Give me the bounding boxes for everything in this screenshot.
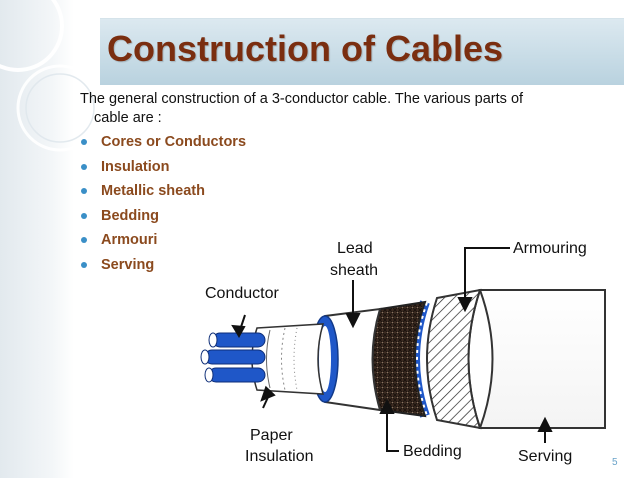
leader-lines (231, 247, 553, 452)
left-decor-band (0, 0, 74, 478)
label-bedding: Bedding (403, 443, 462, 460)
bullet-item: Cores or Conductors (80, 133, 246, 158)
bullet-item: Bedding (80, 207, 246, 232)
bullet-item: Serving (80, 256, 246, 281)
bullet-item: Armouri (80, 231, 246, 256)
bullet-dot-icon (81, 261, 87, 268)
bullet-dot-icon (81, 237, 87, 243)
conductor-cores (200, 332, 266, 383)
intro-paragraph: The general construction of a 3-conducto… (80, 90, 614, 128)
bullet-dot-icon (81, 163, 87, 170)
intro-line-1: The general construction of a 3-conducto… (80, 91, 524, 107)
label-paper: Paper (250, 427, 293, 444)
label-insulation: Insulation (245, 448, 314, 465)
cable-cross-section-diagram: Lead sheath Armouring Conductor Paper In… (200, 240, 606, 465)
label-serving: Serving (518, 448, 572, 465)
slide-title: Construction of Cables (107, 28, 504, 69)
armouring-layer (426, 288, 482, 430)
paper-insulation (251, 323, 325, 395)
page-number: 5 (612, 457, 618, 468)
decorative-circles (0, 0, 104, 152)
bullet-list: Cores or Conductors Insulation Metallic … (80, 133, 246, 280)
label-sheath: sheath (330, 262, 378, 279)
intro-line-2: cable are : (94, 110, 162, 126)
label-lead: Lead (337, 240, 373, 257)
serving-layer (478, 289, 606, 429)
label-conductor: Conductor (205, 285, 279, 302)
bullet-dot-icon (81, 188, 87, 194)
title-bar (100, 18, 624, 85)
bullet-dot-icon (81, 212, 87, 219)
bullet-item: Insulation (80, 158, 246, 183)
bullet-item: Metallic sheath (80, 182, 246, 207)
bullet-dot-icon (81, 139, 87, 145)
label-armouring: Armouring (513, 240, 587, 257)
